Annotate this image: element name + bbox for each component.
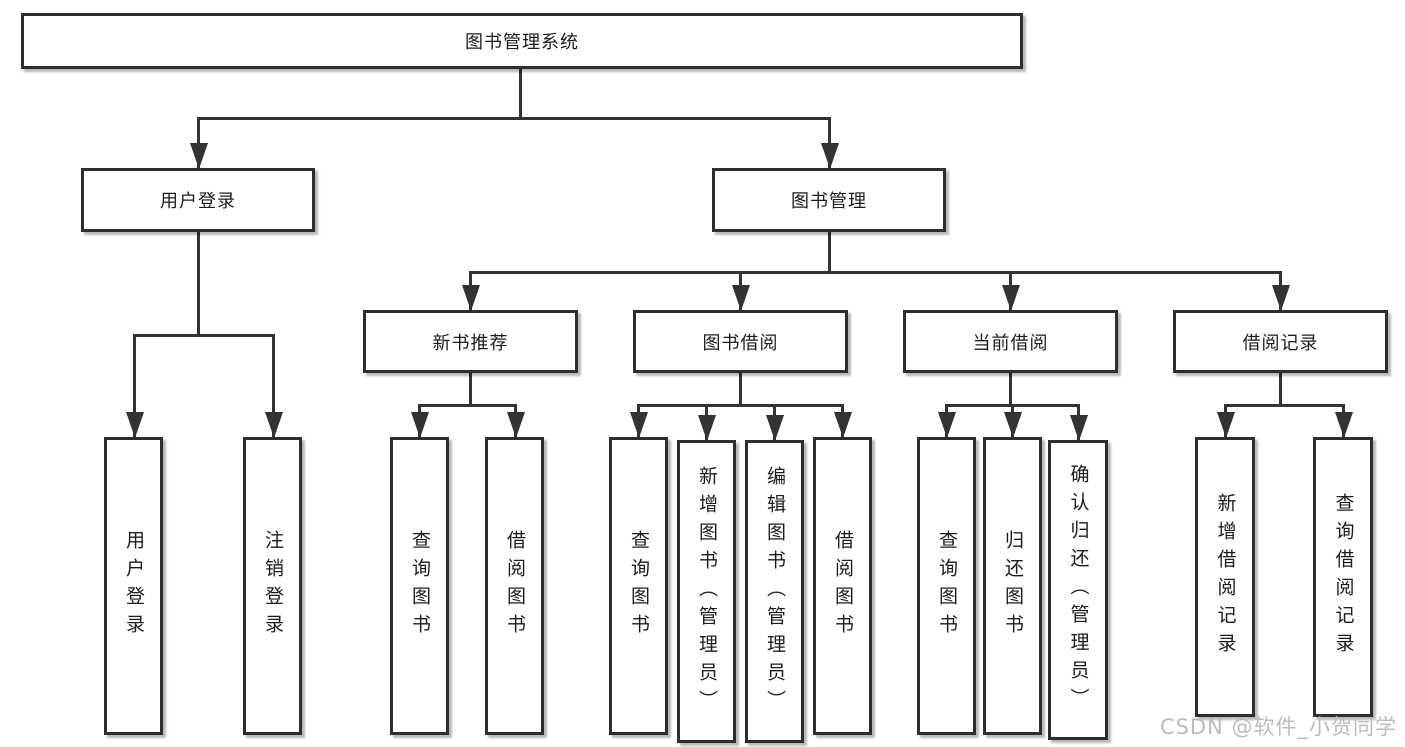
connector-bookborrow-bar — [637, 404, 844, 407]
leaf-user-login: 用户登录 — [104, 437, 163, 735]
node-current-borrowing: 当前借阅 — [903, 310, 1118, 373]
connector-arrow-c4 — [841, 404, 844, 437]
connector-arrow-e1 — [1224, 404, 1227, 437]
connector-newbook-stem — [469, 373, 472, 407]
connector-arrow-c1 — [637, 404, 640, 437]
leaf-add-borrow-record: 新增借阅记录 — [1195, 437, 1255, 717]
leaf-borrow-books: 借阅图书 — [813, 437, 872, 735]
leaf-confirm-return-admin: 确认归还（管理员） — [1048, 440, 1108, 740]
connector-currentborrow-stem — [1009, 373, 1012, 407]
node-label: 归还图书 — [1002, 530, 1024, 642]
node-label: 新增图书（管理员） — [696, 465, 718, 718]
csdn-watermark: CSDN @软件_小贺同学 — [1159, 715, 1397, 739]
node-label: 用户登录 — [123, 530, 145, 642]
node-book-borrowing: 图书借阅 — [633, 310, 848, 373]
leaf-query-books-borrow: 查询图书 — [609, 437, 668, 735]
node-label: 借阅图书 — [504, 530, 526, 642]
connector-arrow-e2 — [1342, 404, 1345, 437]
node-label: 图书借阅 — [702, 332, 779, 354]
connector-arrow-book-management — [828, 117, 831, 168]
leaf-return-book: 归还图书 — [983, 437, 1042, 735]
connector-borrowrecords-stem — [1279, 373, 1282, 407]
node-label: 查询图书 — [409, 530, 431, 642]
node-label: 图书管理系统 — [465, 32, 579, 53]
node-label: 借阅图书 — [832, 530, 854, 642]
connector-bookmgmt-stem — [828, 232, 831, 274]
connector-arrow-b1 — [418, 404, 421, 437]
connector-arrow-leaf-user-login — [133, 334, 136, 437]
node-label: 编辑图书（管理员） — [764, 465, 786, 718]
connector-bookmgmt-bar — [469, 271, 1282, 274]
node-user-login: 用户登录 — [81, 168, 315, 232]
connector-userlogin-bar — [133, 334, 275, 337]
leaf-logout: 注销登录 — [243, 437, 302, 735]
node-label: 借阅记录 — [1242, 332, 1319, 354]
leaf-borrow-books-recommend: 借阅图书 — [485, 437, 544, 735]
node-label: 用户登录 — [160, 191, 236, 212]
node-label: 查询图书 — [936, 530, 958, 642]
node-label: 新书推荐 — [432, 332, 509, 354]
leaf-query-books-recommend: 查询图书 — [390, 437, 449, 735]
node-label: 当前借阅 — [972, 332, 1049, 354]
connector-arrow-current-borrow — [1009, 271, 1012, 310]
node-label: 查询图书 — [628, 530, 650, 642]
connector-arrow-d2 — [1011, 404, 1014, 437]
connector-arrow-user-login — [197, 117, 200, 168]
connector-arrow-book-borrow — [739, 271, 742, 310]
node-label: 注销登录 — [262, 530, 284, 642]
connector-arrow-borrow-records — [1279, 271, 1282, 310]
leaf-edit-book-admin: 编辑图书（管理员） — [745, 440, 804, 743]
connector-arrow-new-book — [469, 271, 472, 310]
connector-arrow-d3 — [1077, 404, 1080, 440]
node-new-book-recommend: 新书推荐 — [363, 310, 578, 373]
node-label: 确认归还（管理员） — [1067, 464, 1090, 716]
connector-root-stem — [519, 69, 522, 118]
node-label: 图书管理 — [791, 191, 867, 212]
node-label: 查询借阅记录 — [1332, 493, 1355, 661]
node-label: 新增借阅记录 — [1214, 493, 1237, 661]
connector-root-bar — [197, 117, 831, 120]
leaf-add-book-admin: 新增图书（管理员） — [677, 440, 736, 743]
leaf-query-books-current: 查询图书 — [917, 437, 976, 735]
node-root-library-system: 图书管理系统 — [21, 13, 1023, 69]
node-borrowing-records: 借阅记录 — [1173, 310, 1388, 373]
leaf-query-borrow-record: 查询借阅记录 — [1313, 437, 1373, 717]
connector-arrow-b2 — [514, 404, 517, 437]
connector-arrow-c2 — [705, 404, 708, 440]
connector-arrow-d1 — [945, 404, 948, 437]
connector-arrow-leaf-logout — [272, 334, 275, 437]
connector-arrow-c3 — [773, 404, 776, 440]
node-book-management: 图书管理 — [712, 168, 946, 232]
connector-bookborrow-stem — [739, 373, 742, 407]
connector-userlogin-stem — [197, 232, 200, 335]
connector-newbook-bar — [418, 404, 517, 407]
connector-borrowrecords-bar — [1224, 404, 1345, 407]
